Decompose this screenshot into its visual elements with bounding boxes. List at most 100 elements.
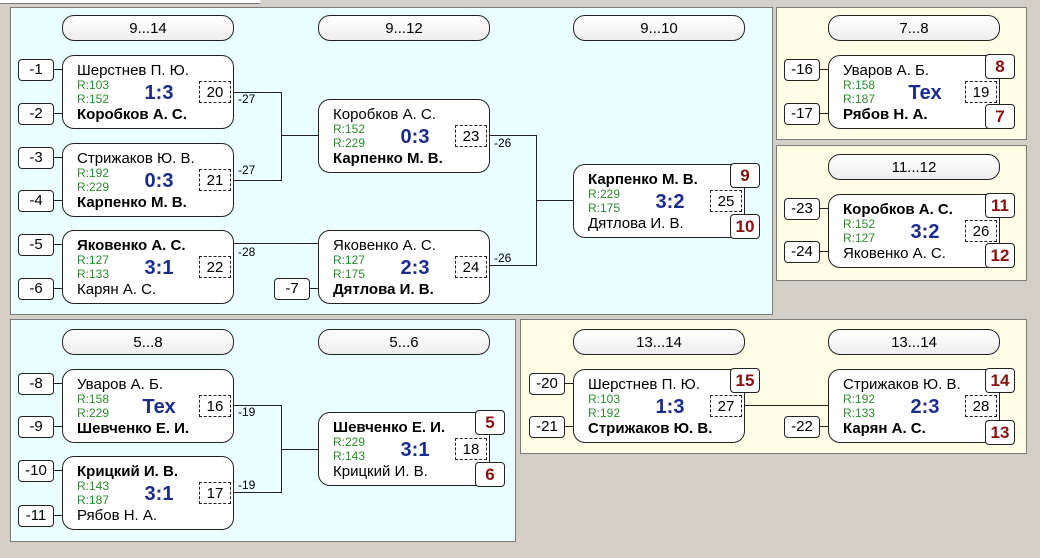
player-bottom: Карпенко М. В. — [77, 194, 187, 211]
match-score: 3:1 — [400, 439, 430, 461]
match-box[interactable]: Крицкий И. В. R:143 R:187 3:1 17 Рябов Н… — [62, 456, 234, 530]
match-number: 27 — [710, 395, 742, 417]
match-box[interactable]: Коробков А. С. R:152 R:229 0:3 23 Карпен… — [318, 99, 490, 173]
rating-bottom: R:192 — [588, 406, 621, 420]
connector-line — [820, 208, 829, 209]
match-score: 2:3 — [910, 396, 940, 418]
connector-line — [54, 113, 63, 114]
top-strip — [0, 0, 260, 4]
round-header-13-14-b: 13...14 — [828, 329, 1000, 355]
player-top: Шерстнев П. Ю. — [77, 62, 190, 79]
rating-top: R:103 — [77, 78, 110, 92]
bracket-line — [234, 92, 282, 93]
rating-top: R:103 — [588, 392, 621, 406]
match-box[interactable]: Шерстнев П. Ю. R:103 R:152 1:3 20 Коробк… — [62, 55, 234, 129]
player-bottom: Карян А. С. — [77, 281, 157, 298]
rating-top: R:152 — [333, 122, 366, 136]
match-box[interactable]: Яковенко А. С. R:127 R:133 3:1 22 Карян … — [62, 230, 234, 304]
player-top: Уваров А. Б. — [77, 376, 164, 393]
connector-line — [54, 515, 63, 516]
player-bottom: Рябов Н. А. — [843, 106, 928, 123]
match-box[interactable]: Стрижаков Ю. В. R:192 R:229 0:3 21 Карпе… — [62, 143, 234, 217]
bracket-line — [281, 92, 282, 181]
loser-label: -26 — [494, 136, 512, 150]
loser-label: -19 — [238, 405, 256, 419]
connector-line — [54, 69, 63, 70]
match-score: 3:2 — [655, 191, 685, 213]
place-badge: 6 — [475, 462, 505, 487]
connector-line — [54, 470, 63, 471]
match-box[interactable]: Стрижаков Ю. В. R:192 R:133 2:3 28 Карян… — [828, 369, 1000, 443]
bracket-line — [745, 405, 828, 406]
seed-box: -16 — [784, 59, 820, 81]
round-header-5-6: 5...6 — [318, 329, 490, 355]
match-box[interactable]: Шерстнев П. Ю. R:103 R:192 1:3 27 Стрижа… — [573, 369, 745, 443]
connector-line — [54, 288, 63, 289]
match-box[interactable]: Уваров А. Б. R:158 R:187 Тех 19 Рябов Н.… — [828, 55, 1000, 129]
match-number: 23 — [455, 125, 487, 147]
rating-top: R:192 — [77, 166, 110, 180]
seed-box: -9 — [18, 416, 54, 438]
bracket-line — [490, 265, 537, 266]
rating-top: R:152 — [843, 217, 876, 231]
rating-bottom: R:133 — [843, 406, 876, 420]
player-top: Яковенко А. С. — [333, 237, 436, 254]
seed-box: -2 — [18, 103, 54, 125]
connector-line — [310, 288, 319, 289]
rating-top: R:229 — [333, 435, 366, 449]
connector-line — [820, 113, 829, 114]
player-top: Шевченко Е. И. — [333, 419, 446, 436]
seed-box: -10 — [18, 460, 54, 482]
seed-box: -4 — [18, 190, 54, 212]
seed-box: -6 — [18, 278, 54, 300]
seed-box: -5 — [18, 234, 54, 256]
bracket-line — [281, 135, 318, 136]
rating-bottom: R:127 — [843, 231, 876, 245]
match-box[interactable]: Яковенко А. С. R:127 R:175 2:3 24 Дятлов… — [318, 230, 490, 304]
connector-line — [820, 69, 829, 70]
place-badge: 10 — [730, 214, 760, 239]
player-bottom: Шевченко Е. И. — [77, 420, 190, 437]
match-score: 2:3 — [400, 257, 430, 279]
rating-bottom: R:187 — [843, 92, 876, 106]
player-top: Уваров А. Б. — [843, 62, 930, 79]
match-number: 24 — [455, 256, 487, 278]
match-box[interactable]: Карпенко М. В. R:229 R:175 3:2 25 Дятлов… — [573, 164, 745, 238]
rating-bottom: R:133 — [77, 267, 110, 281]
seed-box: -7 — [274, 278, 310, 300]
player-top: Стрижаков Ю. В. — [77, 150, 195, 167]
match-score: 1:3 — [655, 396, 685, 418]
match-box[interactable]: Шевченко Е. И. R:229 R:143 3:1 18 Крицки… — [318, 412, 490, 486]
match-number: 19 — [965, 81, 997, 103]
match-number: 18 — [455, 438, 487, 460]
match-number: 28 — [965, 395, 997, 417]
match-box[interactable]: Уваров А. Б. R:158 R:229 Тех 16 Шевченко… — [62, 369, 234, 443]
bracket-line — [234, 180, 282, 181]
match-number: 21 — [199, 169, 231, 191]
loser-label: -27 — [238, 92, 256, 106]
connector-line — [820, 251, 829, 252]
round-header-13-14-a: 13...14 — [573, 329, 745, 355]
place-badge: 11 — [985, 193, 1015, 218]
bracket-line — [536, 200, 573, 201]
round-header-9-12: 9...12 — [318, 15, 490, 41]
place-badge: 13 — [985, 420, 1015, 445]
player-top: Коробков А. С. — [843, 201, 953, 218]
rating-bottom: R:229 — [77, 406, 110, 420]
rating-top: R:143 — [77, 479, 110, 493]
player-top: Карпенко М. В. — [588, 171, 698, 188]
seed-box: -1 — [18, 59, 54, 81]
bracket-line — [234, 492, 282, 493]
seed-box: -17 — [784, 103, 820, 125]
match-score: 3:2 — [910, 221, 940, 243]
connector-line — [820, 426, 829, 427]
connector-line — [54, 157, 63, 158]
match-box[interactable]: Коробков А. С. R:152 R:127 3:2 26 Яковен… — [828, 194, 1000, 268]
connector-line — [565, 426, 574, 427]
seed-box: -20 — [529, 373, 565, 395]
round-header-7-8: 7...8 — [828, 15, 1000, 41]
player-top: Шерстнев П. Ю. — [588, 376, 701, 393]
bracket-line — [234, 405, 282, 406]
match-score: Тех — [908, 82, 942, 104]
seed-box: -22 — [784, 416, 820, 438]
